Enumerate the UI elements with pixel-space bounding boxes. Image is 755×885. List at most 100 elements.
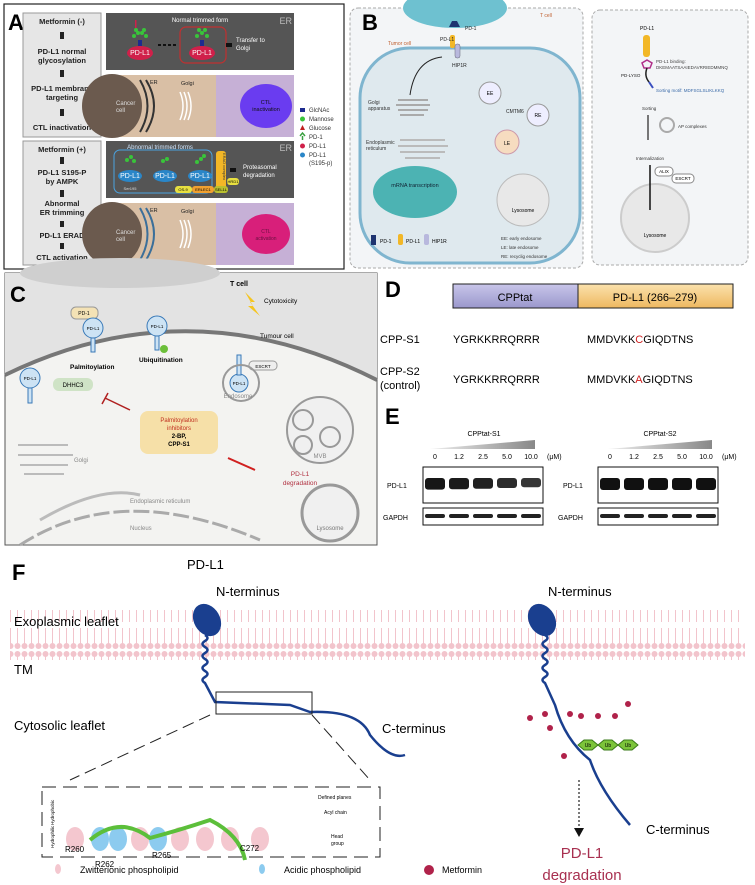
pdl1-segment [577, 283, 734, 309]
tm-label: TM [14, 662, 33, 677]
lysosome [496, 173, 550, 227]
zoom-lines [69, 714, 371, 781]
inhibitors-box [140, 411, 218, 454]
endosome-label: Endosome [224, 394, 253, 400]
flow-step: ER trimming [40, 208, 85, 217]
concentration-label: 0 [433, 454, 437, 461]
mannose-tree-icon [132, 28, 148, 38]
abbr-label: LE: late endosome [501, 245, 539, 250]
lysosome-label: Lysosome [644, 233, 667, 239]
cmtm6-label: CMTM6 [506, 109, 524, 115]
red-arrow [227, 457, 256, 471]
row-label: GAPDH [383, 515, 408, 522]
er-panel-title: Abnormal trimmed forms [127, 145, 193, 151]
cell-membrane [4, 329, 378, 382]
flow-step: PD-L1 S195-P [38, 168, 87, 177]
pdl1-band [672, 478, 692, 490]
c-terminus-label: C-terminus [646, 822, 710, 837]
pdl1-label: PD-L1 [120, 173, 140, 180]
sorting-motif: Sorting motif: MDFSGLSLIKLKKQ [656, 88, 725, 93]
gapdh-band [624, 514, 644, 518]
ap-label: AP complexes [678, 124, 707, 129]
pdl1-extracellular-domain [527, 603, 557, 637]
tumor-cell-label: Tumor cell [388, 41, 411, 47]
zoom-box [215, 691, 313, 715]
er-panel-title: Normal trimmed form [172, 18, 228, 24]
legend-label: (S195-p) [309, 161, 332, 167]
ee-label: EE [487, 91, 494, 97]
golgi-icon [179, 219, 192, 249]
cancer-cell-label: Cancer [116, 230, 135, 236]
blot-title: CPPtat-S2 [643, 431, 676, 438]
acidic-icon [259, 864, 265, 874]
panel-e-letter: E [385, 404, 400, 429]
hrd1-label: HRD1 [228, 179, 240, 184]
mvb-label: MVB [313, 454, 326, 460]
concentration-label: 10.0 [524, 454, 538, 461]
peptide-name: CPP-S1 [380, 334, 420, 346]
degradation-label: degradation [243, 173, 275, 179]
acyl-label: Acyl chain [324, 810, 347, 816]
n-terminus-label: N-terminus [548, 584, 612, 599]
concentration-label: 1.2 [454, 454, 464, 461]
zwitterionic-icon [55, 864, 61, 874]
binding-label: PD-L1 binding: [656, 59, 686, 64]
inhibitors-label: Palmitoylation [160, 418, 197, 424]
pdl1-label: PD-L1 [151, 324, 164, 329]
ctl-label: activation [255, 236, 276, 242]
pdl1-label: PD-L1 [192, 50, 212, 57]
pdl1-label: PD-L1 [130, 50, 150, 57]
mannose-icon [300, 116, 305, 122]
concentration-gradient [608, 440, 712, 449]
golgi-icon [18, 444, 73, 475]
golgi-icon [396, 99, 430, 116]
golgi-label: apparatus [368, 106, 391, 112]
glcnac-icon [300, 108, 305, 112]
ctl-inactivation-cell [240, 84, 292, 128]
metformin-icon [424, 865, 434, 875]
residue-label: R260 [65, 845, 85, 854]
legend-label: PD-1 [380, 239, 392, 245]
tat-sequence: YGRKKRRQRRR [453, 374, 540, 386]
peptide-name: CPP-S2 [380, 366, 420, 378]
panel-f: F PD-L1 N-terminus Exoplasmic leaflet TM… [10, 557, 745, 884]
escrt-label: ESCRT [255, 364, 270, 369]
golgi-label: Golgi [181, 81, 194, 87]
erad-complex [216, 151, 226, 193]
unit-label: (μM) [722, 454, 737, 461]
arrow [409, 56, 443, 96]
lysosome [620, 183, 690, 253]
legend-label: Mannose [309, 117, 334, 123]
pdl1-band [648, 478, 668, 490]
arrow-icon [226, 43, 232, 47]
panel-d-letter: D [385, 277, 401, 302]
re-label: RE [535, 113, 543, 119]
mvb [286, 396, 354, 464]
gapdh-band [696, 514, 716, 518]
alix-label: ALIX [659, 169, 669, 174]
pdl1-band [521, 478, 541, 488]
pdl1-band [425, 478, 445, 490]
ctl-label: CTL [261, 229, 271, 235]
pdl1-chain [201, 633, 406, 758]
zoom-inset [41, 786, 381, 858]
tumor-cell [358, 46, 582, 265]
dhhc3-label: DHHC3 [63, 383, 84, 389]
palmitoylation-label: Palmitoylation [70, 364, 114, 371]
legend-label: PD-1 [309, 135, 323, 141]
pdl1-peptide-ribbon [88, 817, 247, 861]
lysosome-label: Lysosome [512, 208, 535, 214]
le-label: LE [504, 141, 511, 147]
cytotoxicity-label: Cytotoxicity [264, 298, 298, 305]
legend-label: GlcNAc [309, 108, 329, 114]
concentration-label: 2.5 [653, 454, 663, 461]
concentration-label: 0 [608, 454, 612, 461]
pdl1-icon [643, 35, 650, 57]
pdl1-label: PD-L1 [24, 376, 37, 381]
row-label: PD-L1 [563, 483, 583, 490]
cancer-cell-label: Cancer [116, 101, 135, 107]
sel1l-label: SEL1L [215, 187, 228, 192]
pd1-label: PD-1 [78, 311, 90, 317]
c-terminus-label: C-terminus [382, 721, 446, 736]
